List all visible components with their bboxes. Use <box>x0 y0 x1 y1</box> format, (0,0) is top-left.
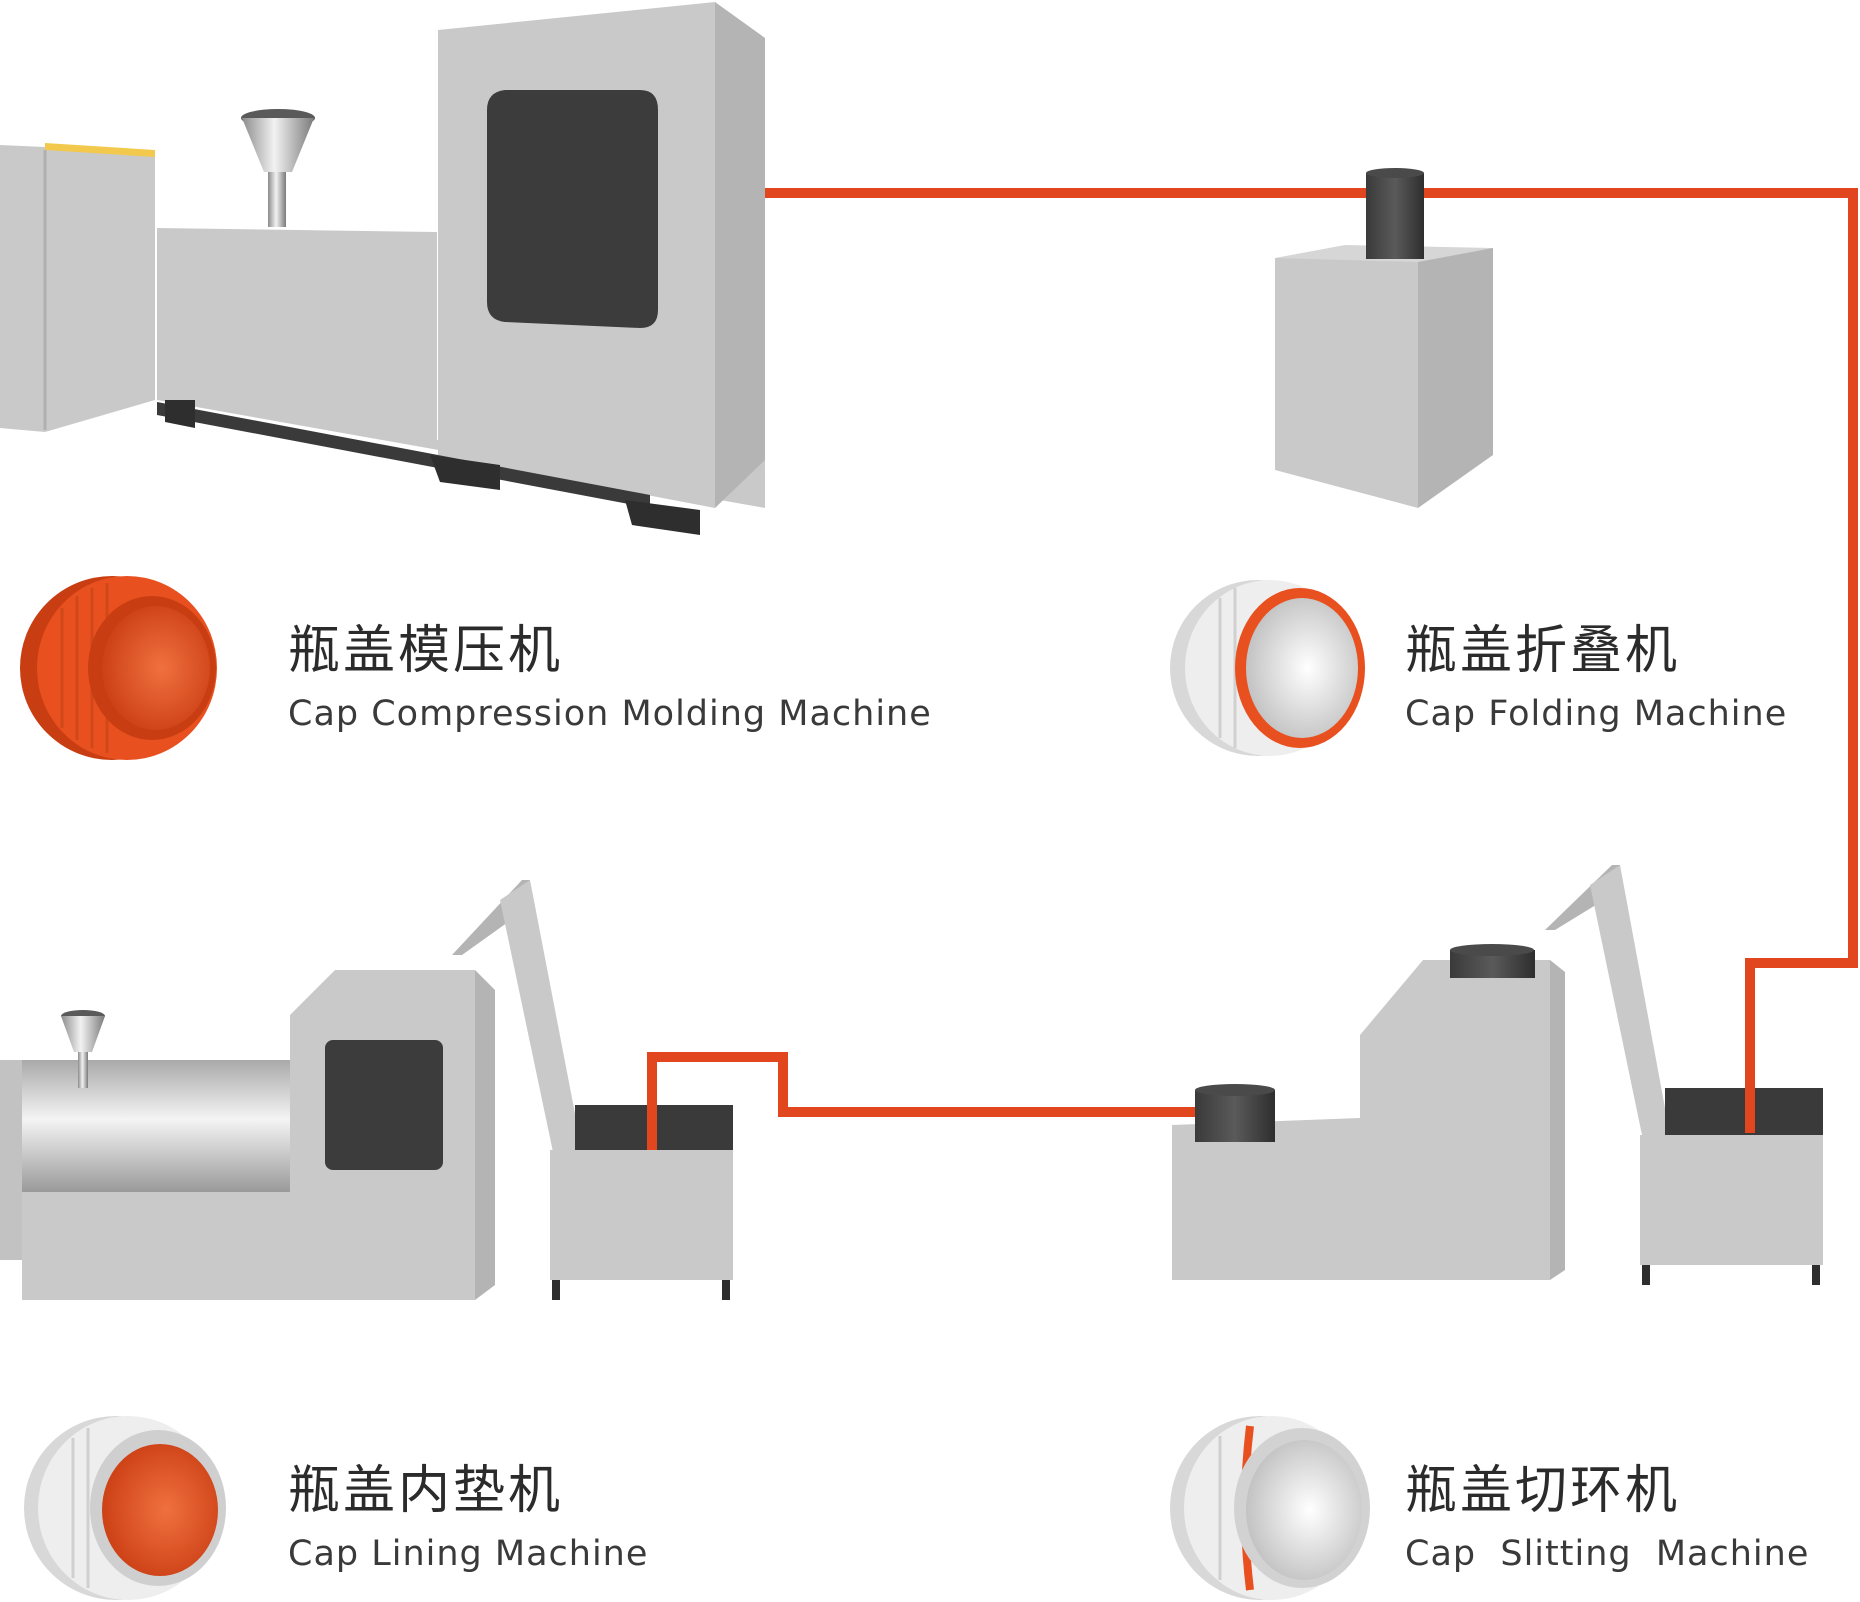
hopper-icon <box>241 109 315 227</box>
cabinet-top-stripe <box>45 143 155 157</box>
slitting-tower-side <box>1550 960 1565 1280</box>
molding-machine-en-label: Cap Compression Molding Machine <box>288 694 932 734</box>
slitting-drum-top-cap <box>1450 944 1534 956</box>
cap-white-slit-band-icon <box>1170 1416 1370 1600</box>
slitting-drum-side <box>1195 1090 1275 1142</box>
machine-foot <box>165 400 195 428</box>
slitting-machine <box>1172 865 1823 1285</box>
machine-foot <box>430 455 500 490</box>
hopper-icon <box>61 1010 105 1088</box>
lining-cabinet-side <box>475 970 495 1300</box>
cap-white-orange-rim-icon <box>1170 580 1365 756</box>
bin-leg <box>722 1280 730 1300</box>
folding-column <box>1366 173 1424 259</box>
molding-machine-cn-label: 瓶盖模压机 <box>288 621 564 681</box>
lining-machine-cn-label: 瓶盖内垫机 <box>288 1461 564 1521</box>
folding-machine <box>1275 168 1493 508</box>
slitting-lower-body <box>1172 1118 1360 1280</box>
slitting-conveyor-arm <box>1590 865 1670 1135</box>
slitting-bin-dark <box>1665 1088 1823 1135</box>
lining-machine-en-label: Cap Lining Machine <box>288 1534 649 1574</box>
pipe-slitting-to-lining <box>647 1052 1195 1150</box>
folding-box-front <box>1275 258 1418 508</box>
molding-main-body <box>157 228 765 508</box>
molding-window <box>487 90 658 328</box>
lining-window <box>325 1040 443 1170</box>
folding-column-top <box>1366 168 1424 178</box>
lining-bin <box>550 1150 733 1280</box>
cap-orange-icon <box>20 576 217 760</box>
slitting-drum-side-cap <box>1195 1084 1275 1096</box>
control-cabinet <box>0 145 155 432</box>
lining-lower-body <box>22 1192 290 1300</box>
lining-extruder-cap <box>0 1060 22 1260</box>
machine-base <box>157 402 650 508</box>
compression-molding-machine <box>0 2 765 535</box>
bin-leg <box>552 1280 560 1300</box>
molding-cabinet-side <box>715 2 765 508</box>
machine-foot <box>625 500 700 535</box>
slitting-machine-cn-label: 瓶盖切环机 <box>1405 1461 1681 1521</box>
slitting-machine-en-label: Cap Slitting Machine <box>1405 1534 1810 1574</box>
slitting-tower <box>1360 960 1550 1280</box>
lining-extruder <box>0 1060 300 1192</box>
cap-white-orange-liner-icon <box>24 1416 226 1600</box>
lining-machine <box>0 880 733 1300</box>
folding-machine-cn-label: 瓶盖折叠机 <box>1405 621 1681 681</box>
bin-leg <box>1812 1265 1820 1285</box>
slitting-bin <box>1640 1135 1823 1265</box>
folding-box-side <box>1418 248 1493 508</box>
lining-conveyor-arm <box>500 880 582 1152</box>
folding-machine-en-label: Cap Folding Machine <box>1405 694 1788 734</box>
bin-leg <box>1642 1265 1650 1285</box>
